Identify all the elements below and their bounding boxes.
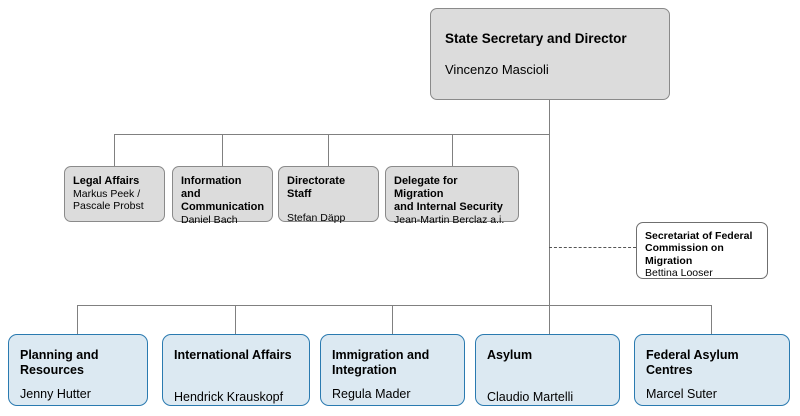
node-title: State Secretary and Director [445, 30, 627, 46]
node-person: Bettina Looser [645, 266, 713, 279]
node-person: Jean-Martin Berclaz a.i. [394, 213, 505, 226]
node-title: Legal Affairs [73, 175, 140, 187]
node-person: Hendrick Krauskopf [174, 389, 284, 404]
node-person: Claudio Martelli [487, 389, 574, 404]
connector-drop-division-1 [77, 305, 78, 335]
node-state-secretary[interactable]: State Secretary and Director Vincenzo Ma… [430, 8, 670, 100]
node-title: Information and Communication [181, 175, 265, 213]
connector-drop-division-3 [392, 305, 393, 335]
node-directorate-staff[interactable]: Directorate Staff Stefan Däpp [278, 166, 379, 224]
node-title: Secretariat of Federal Commission on Mig… [645, 230, 753, 267]
connector-drop-staff-2 [222, 134, 223, 166]
node-secretariat-federal-commission[interactable]: Secretariat of Federal Commission on Mig… [636, 222, 768, 279]
node-person: Jenny Hutter [20, 387, 91, 402]
node-federal-asylum-centres[interactable]: Federal Asylum Centres Marcel Suter [634, 334, 790, 406]
node-title: Immigration and Integration [332, 348, 430, 377]
node-person: Markus Peek / Pascale Probst [73, 187, 144, 213]
connector-drop-division-2 [235, 305, 236, 335]
node-title: International Affairs [174, 348, 292, 362]
connector-drop-staff-4 [452, 134, 453, 166]
node-person: Marcel Suter [646, 387, 717, 402]
node-person: Stefan Däpp [287, 211, 346, 224]
connector-drop-staff-3 [328, 134, 329, 166]
node-planning-resources[interactable]: Planning and Resources Jenny Hutter [8, 334, 148, 406]
node-title: Federal Asylum Centres [646, 348, 739, 377]
node-title: Directorate Staff [287, 175, 346, 200]
node-title: Asylum [487, 348, 533, 362]
connector-dashed-secretariat [549, 247, 636, 248]
node-delegate-migration-security[interactable]: Delegate for Migration and Internal Secu… [385, 166, 519, 226]
connector-bus-staff [114, 134, 550, 135]
node-information-communication[interactable]: Information and Communication Daniel Bac… [172, 166, 273, 226]
connector-trunk-main [549, 100, 550, 306]
node-title: Delegate for Migration and Internal Secu… [394, 175, 503, 213]
connector-drop-staff-1 [114, 134, 115, 166]
connector-drop-division-4 [549, 305, 550, 335]
node-asylum[interactable]: Asylum Claudio Martelli [475, 334, 620, 406]
node-person: Regula Mader [332, 387, 411, 402]
node-title: Planning and Resources [20, 348, 99, 377]
node-immigration-integration[interactable]: Immigration and Integration Regula Mader [320, 334, 465, 406]
connector-bus-divisions [77, 305, 711, 306]
connector-drop-division-5 [711, 305, 712, 335]
node-international-affairs[interactable]: International Affairs Hendrick Krauskopf [162, 334, 310, 406]
node-legal-affairs[interactable]: Legal Affairs Markus Peek / Pascale Prob… [64, 166, 165, 222]
node-person: Daniel Bach [181, 213, 238, 226]
node-person: Vincenzo Mascioli [445, 62, 549, 78]
